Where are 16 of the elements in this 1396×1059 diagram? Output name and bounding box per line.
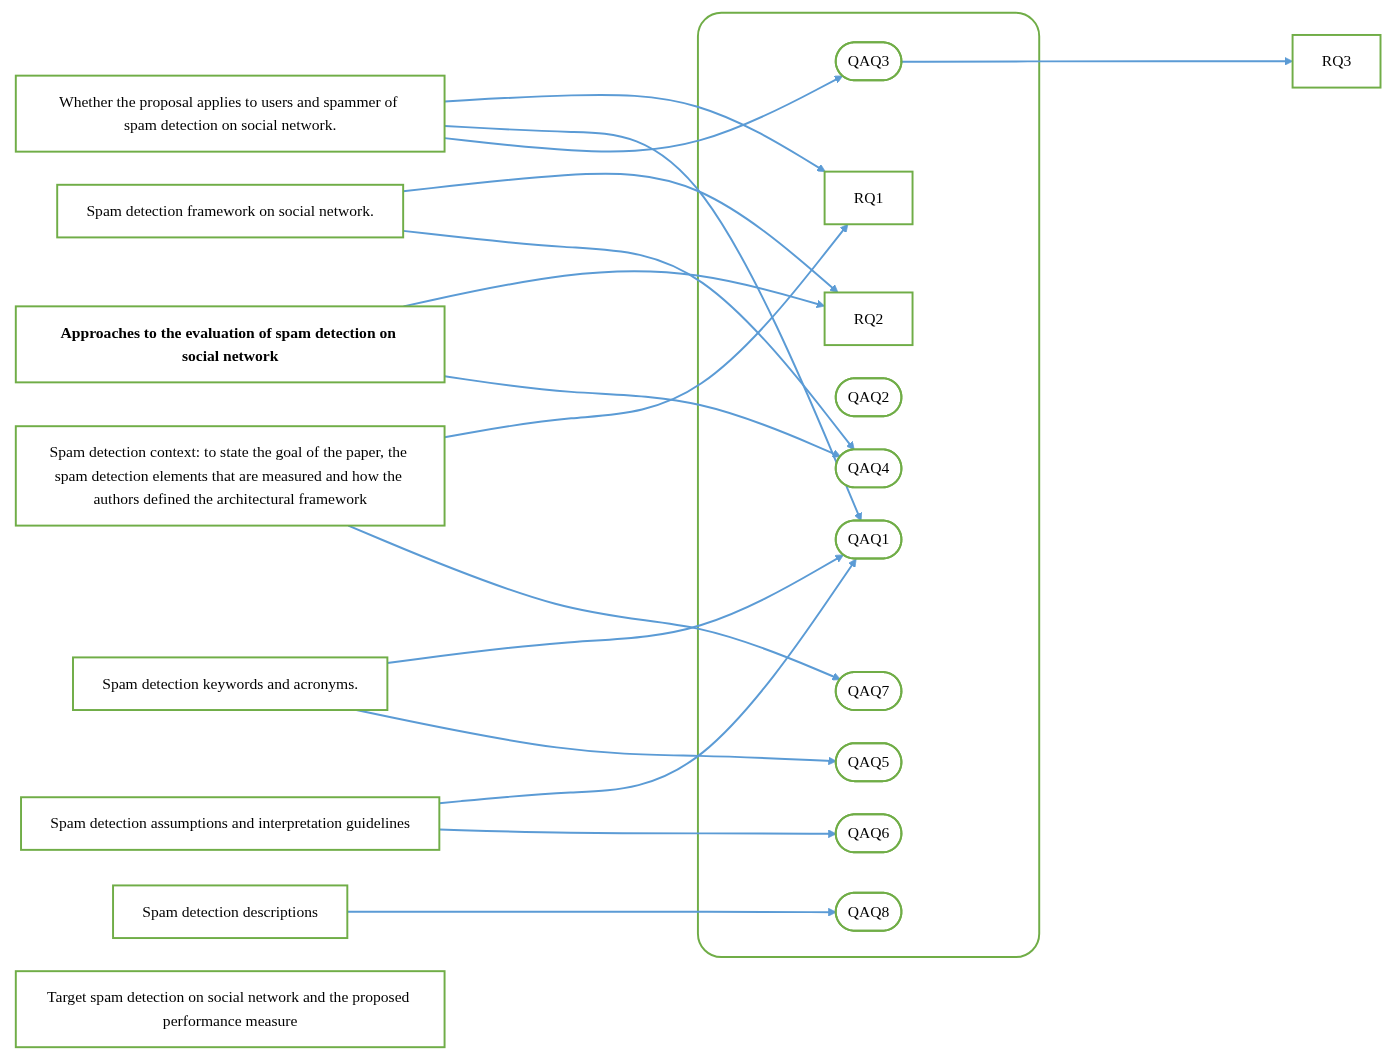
- arrow: [443, 124, 862, 521]
- node-box: Approaches to the evaluation of spam detection on social network: [14, 304, 446, 383]
- node-box: Spam detection descriptions: [111, 883, 349, 939]
- node-box: RQ2: [823, 291, 914, 346]
- node-box: Spam detection context: to state the goal of the paper, the spam detection elements that are measured and how the authors defined the architectural framework: [14, 424, 446, 527]
- node-box: RQ3: [1291, 33, 1382, 89]
- node-box: Target spam detection on social network and the proposed performance measure: [14, 969, 446, 1048]
- node-box: RQ1: [823, 170, 914, 225]
- node-box: Spam detection framework on social network.: [56, 183, 404, 238]
- arrow: [438, 558, 857, 804]
- cluster: [696, 11, 1041, 958]
- node-box: Spam detection assumptions and interpretation guidelines: [19, 795, 441, 851]
- node-box: Spam detection keywords and acronyms.: [71, 655, 389, 711]
- arrow: [443, 374, 841, 457]
- arrow: [347, 524, 841, 680]
- node-box: Whether the proposal applies to users and spammer of spam detection on social network.: [14, 74, 446, 153]
